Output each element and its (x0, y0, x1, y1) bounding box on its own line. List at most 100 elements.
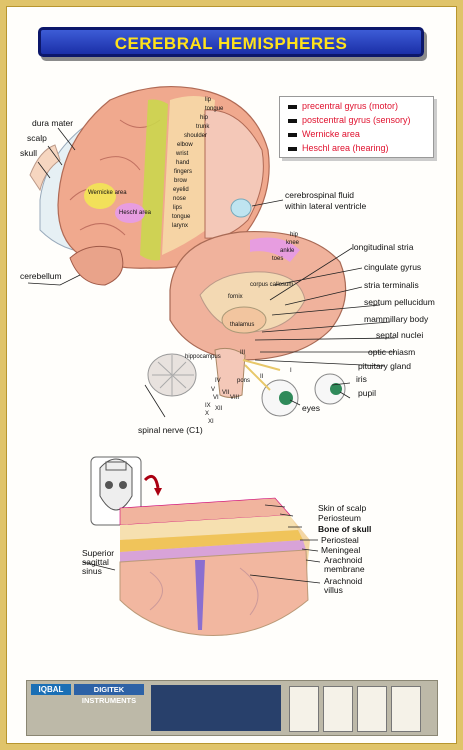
skull-eye-left (105, 481, 113, 489)
legend-box: precentral gyrus (motor) postcentral gyr… (279, 96, 434, 158)
cortex-gyri (149, 567, 259, 616)
arbor-vitae (152, 355, 194, 396)
label-pons: pons (237, 378, 251, 384)
cranial-nerve-label: IV (215, 378, 221, 384)
label-corpus-callosum: corpus callosum (250, 282, 294, 288)
label-csf: cerebrospinal fluid (285, 190, 354, 200)
homunculus-label: larynx (172, 223, 189, 229)
cranial-nerve-label: III (240, 350, 246, 356)
label-meningeal: Meningeal (321, 545, 361, 555)
label-skin-of-scalp: Skin of scalp (318, 503, 367, 513)
homunculus-label: eyelid (173, 187, 189, 193)
label-cerebellum: cerebellum (20, 271, 62, 281)
label-mammillary-body: mammillary body (364, 314, 429, 324)
cranial-nerve-label: V (211, 387, 216, 393)
product-thumbnail (289, 686, 319, 732)
label-spinal-nerve: spinal nerve (C1) (138, 425, 203, 435)
homunculus-label: shoulder (184, 133, 208, 139)
homunculus2-label: knee (286, 240, 300, 246)
footer-info-panel (151, 685, 281, 731)
arachnoid-layer (120, 540, 306, 562)
label-iris: iris (356, 374, 367, 384)
homunculus-label: fingers (174, 169, 193, 175)
label-dura-mater: dura mater (32, 118, 74, 128)
label-arachnoid-2: membrane (324, 564, 365, 574)
homunculus-label: elbow (177, 142, 193, 148)
homunculus-label: hand (176, 160, 190, 166)
cranial-nerve-label: VII (222, 390, 230, 396)
optic-nerve (242, 359, 281, 391)
label-optic-chiasm: optic chiasm (368, 347, 416, 357)
label-hippocampus: hippocampus (185, 354, 221, 360)
heschl-area-shape (115, 203, 145, 223)
label-wernicke-area: Wernicke area (88, 190, 127, 196)
label-septum-pellucidum: septum pellucidum (364, 297, 435, 307)
bone-layer (120, 515, 298, 540)
periosteal-layer (120, 530, 303, 552)
label-heschl-area: Heschl area (119, 210, 152, 216)
label-longitudinal-stria: longitudinal stria (352, 242, 414, 252)
legend-item-heschl: Heschl area (hearing) (288, 143, 389, 155)
cranial-nerve-label: VI (213, 395, 219, 401)
cerebellum-shape (69, 245, 124, 286)
cranial-nerve-label: IX (205, 403, 211, 409)
legend-swatch (288, 146, 297, 151)
label-periosteum: Periosteum (318, 513, 361, 523)
legend-swatch (288, 118, 297, 123)
legend-item-precentral: precentral gyrus (motor) (288, 101, 398, 113)
skull-piece (29, 144, 61, 192)
label-csf-2: within lateral ventricle (285, 201, 367, 211)
label-pituitary-gland: pituitary gland (358, 361, 411, 371)
homunculus-label: tongue (172, 214, 191, 220)
cranial-nerve-label: XII (215, 406, 223, 412)
homunculus2-label: ankle (280, 248, 295, 254)
homunculus-label: wrist (176, 151, 189, 157)
label-arachnoid-villus-1: Arachnoid (324, 576, 363, 586)
label-superior-sagittal-2: sagittal (82, 557, 109, 567)
cranial-nerve-label: X (205, 411, 210, 417)
legend-item-wernicke: Wernicke area (288, 129, 360, 141)
homunculus-label: brow (174, 178, 188, 184)
precentral-gyrus (140, 99, 168, 261)
cortex-layer (119, 549, 309, 637)
homunculus-label: trunk (196, 124, 210, 130)
cranial-nerve-label: II (260, 374, 264, 380)
lower-pointer-lines (82, 504, 321, 584)
product-thumbnail (323, 686, 353, 732)
iris-left (279, 391, 293, 405)
homunculus-label: nose (173, 196, 187, 202)
label-pupil: pupil (358, 388, 376, 398)
cranial-nerve-label: XI (208, 419, 214, 425)
legend-swatch (288, 132, 297, 137)
iris-right (330, 383, 342, 395)
label-fornix: fornix (228, 294, 243, 300)
arrow-curve (143, 474, 160, 489)
pointer-lines (27, 127, 396, 418)
legend-swatch (288, 104, 297, 109)
label-scalp: scalp (27, 133, 47, 143)
homunculus-label: lip (205, 97, 212, 103)
label-periosteal: Periosteal (321, 535, 359, 545)
label-superior-sagittal-1: Superior (82, 548, 115, 558)
skull-eye-right (119, 481, 127, 489)
cranial-nerve-label: VIII (230, 395, 240, 401)
label-arachnoid-1: Arachnoid (324, 555, 363, 565)
label-cingulate-gyrus: cingulate gyrus (364, 262, 422, 272)
homunculus2-label: toes (272, 256, 284, 262)
label-bone-of-skull: Bone of skull (318, 524, 372, 534)
label-superior-sagittal-3: sinus (82, 566, 102, 576)
lateral-ventricle (230, 198, 252, 218)
label-arachnoid-villus-2: villus (324, 585, 343, 595)
logo-iqbal: IQBAL (31, 684, 71, 695)
label-stria-terminalis: stria terminalis (364, 280, 419, 290)
title-banner: CEREBRAL HEMISPHERES (38, 27, 424, 57)
cranial-nerve-label: I (290, 368, 292, 374)
wernicke-area-shape (84, 183, 116, 209)
homunculus2-label: hip (290, 232, 299, 238)
skull-cut-rect (105, 461, 127, 471)
medial-highlight (250, 237, 300, 262)
homunculus-label: hip (200, 115, 209, 121)
label-thalamus: thalamus (230, 322, 255, 328)
label-skull: skull (20, 148, 38, 158)
skull-icon (99, 458, 133, 511)
